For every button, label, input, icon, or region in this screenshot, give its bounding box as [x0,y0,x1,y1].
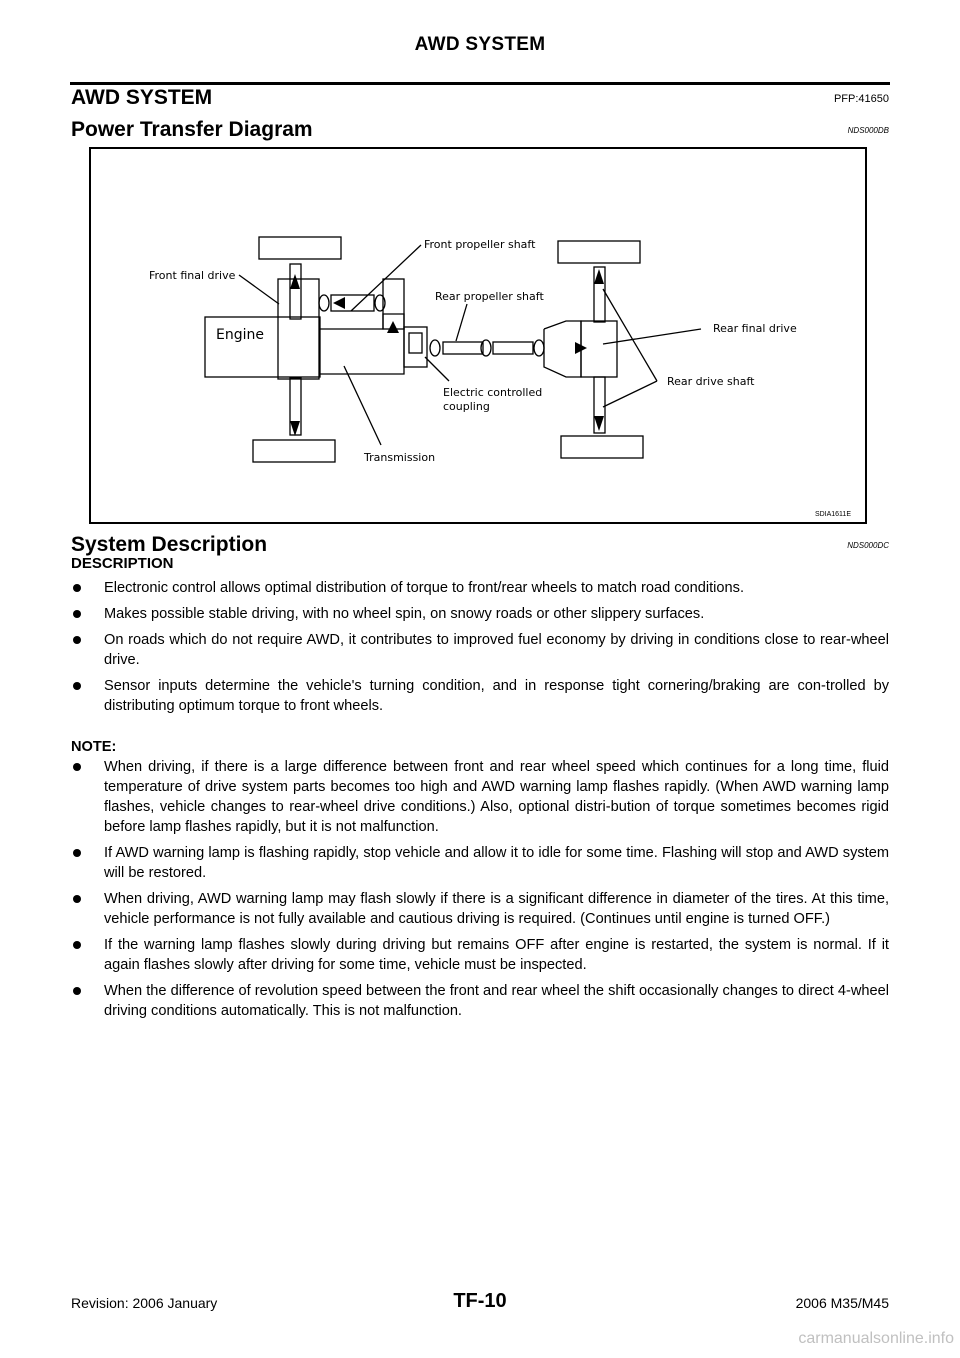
bullet-icon [73,941,81,949]
system-heading-row: System Description NDS000DC [71,533,889,559]
label-rear-drive-shaft: Rear drive shaft [667,375,755,388]
diagram-drawing: Front propeller shaft Front final drive … [149,236,797,464]
diagram-heading-row: Power Transfer Diagram NDS000DB [71,118,889,144]
bullet-icon [73,636,81,644]
label-rear-propeller-shaft: Rear propeller shaft [435,290,544,303]
list-item: Electronic control allows optimal distri… [71,578,889,598]
front-final-drive [277,278,320,380]
page-header-title: AWD SYSTEM [414,34,546,55]
description-list: Electronic control allows optimal distri… [71,578,889,722]
label-engine: Engine [216,327,264,343]
label-rear-final-drive: Rear final drive [713,322,797,335]
front-drive-shaft-upper [289,263,302,320]
coupling-housing [403,326,428,368]
bullet-icon [73,987,81,995]
rear-final-drive [580,320,618,378]
power-transfer-diagram: Front propeller shaft Front final drive … [89,147,867,524]
figure-id: SDIA1611E [814,511,851,518]
footer-page-number: TF-10 [453,1290,507,1312]
diagram-title: Power Transfer Diagram [71,118,313,141]
front-propeller-shaft [330,294,375,312]
arrow-rear-shaft-down [594,416,604,431]
front-drive-shaft-lower [289,377,302,436]
rear-prop-joint-1 [429,339,441,357]
bullet-icon [73,682,81,690]
section-heading-row: AWD SYSTEM PFP:41650 [71,86,889,112]
transmission-outline [320,313,405,375]
list-item: When driving, if there is a large differ… [71,757,889,837]
list-item: If the warning lamp flashes slowly durin… [71,935,889,975]
label-front-propeller-shaft: Front propeller shaft [424,238,536,251]
front-prop-joint-1 [318,294,330,312]
label-front-final-drive: Front final drive [149,269,236,282]
pfp-code: PFP:41650 [833,93,889,105]
arrow-front-shaft-up [290,274,300,289]
front-left-wheel [258,236,342,260]
bullet-icon [73,610,81,618]
coupling-core [408,332,423,354]
bullet-icon [73,895,81,903]
header-rule [70,82,890,85]
bullet-icon [73,763,81,771]
arrow-front-shaft-down [290,421,300,436]
label-ecc-line1: Electric controlled [443,386,542,399]
description-heading: DESCRIPTION [71,555,174,572]
list-item: Sensor inputs determine the vehicle's tu… [71,676,889,716]
rear-prop-joint-2 [480,339,492,357]
rear-prop-joint-3 [533,339,545,357]
list-item: On roads which do not require AWD, it co… [71,630,889,670]
bullet-icon [73,584,81,592]
arrow-transmission-up [387,321,399,333]
engine-block [204,316,321,378]
diagram-ref-code: NDS000DB [847,126,889,135]
arrow-rear-final [575,342,587,354]
system-title: System Description [71,533,268,556]
list-item: When driving, AWD warning lamp may flash… [71,889,889,929]
front-right-wheel [252,439,336,463]
rear-right-wheel [560,435,644,459]
label-ecc-line2: coupling [443,400,490,413]
rear-propeller-shaft-1 [442,341,484,355]
transmission-rear [382,278,405,330]
list-item: If AWD warning lamp is flashing rapidly,… [71,843,889,883]
note-list: When driving, if there is a large differ… [71,757,889,1027]
arrow-rear-shaft-up [594,269,604,284]
system-ref-code: NDS000DC [847,541,889,550]
bullet-icon [73,849,81,857]
footer-revision: Revision: 2006 January [71,1295,218,1311]
list-item: When the difference of revolution speed … [71,981,889,1021]
note-label: NOTE: [71,739,117,755]
rear-drive-shaft-lower [593,376,606,434]
section-title: AWD SYSTEM [71,86,213,109]
footer-model: 2006 M35/M45 [795,1295,889,1311]
arrow-front-prop [333,297,345,309]
watermark: carmanualsonline.info [798,1330,954,1347]
list-item: Makes possible stable driving, with no w… [71,604,889,624]
rear-propeller-shaft-2 [492,341,534,355]
front-prop-joint-2 [374,294,386,312]
rear-left-wheel [557,240,641,264]
label-transmission: Transmission [363,451,435,464]
rear-drive-shaft-upper [593,266,606,323]
